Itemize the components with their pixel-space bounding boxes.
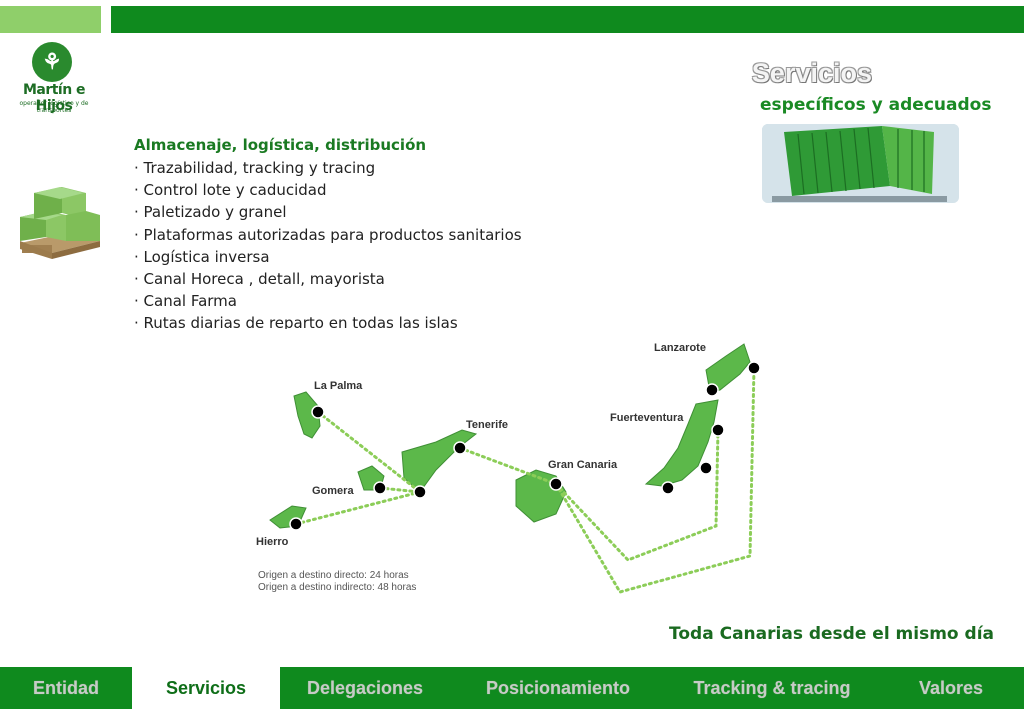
list-item: · Canal Horeca , detall, mayorista bbox=[134, 269, 385, 288]
nav-item-valores[interactable]: Valores bbox=[918, 677, 984, 698]
island-la-palma bbox=[293, 391, 321, 439]
nav-item-posicionamiento[interactable]: Posicionamiento bbox=[485, 677, 631, 698]
legend-indirect: Origen a destino indirecto: 48 horas bbox=[258, 582, 416, 593]
label-la-palma: La Palma bbox=[314, 380, 363, 392]
list-item: · Canal Farma bbox=[134, 292, 237, 311]
route-la-palma bbox=[316, 410, 422, 494]
label-lanzarote: Lanzarote bbox=[654, 342, 706, 354]
list-item: · Plataformas autorizadas para productos… bbox=[134, 225, 522, 244]
nav-item-servicios[interactable]: Servicios bbox=[132, 667, 280, 709]
logo-company-tagline: operador logístico y de transportes bbox=[19, 100, 89, 114]
services-heading: Almacenaje, logística, distribución bbox=[134, 136, 427, 154]
services-list: · Trazabilidad, tracking y tracing · Con… bbox=[134, 157, 534, 329]
top-accent-bar bbox=[111, 6, 1024, 33]
section-subtitle: específicos y adecuados bbox=[760, 95, 992, 115]
legend-direct: Origen a destino directo: 24 horas bbox=[258, 570, 409, 581]
route-lanzarote-indirect bbox=[554, 366, 756, 594]
top-accent-bar-light bbox=[0, 6, 101, 33]
list-item: · Logística inversa bbox=[134, 247, 270, 266]
shipping-container-image bbox=[762, 124, 959, 203]
route-fuerteventura-direct bbox=[554, 428, 720, 562]
label-gomera: Gomera bbox=[312, 485, 354, 497]
label-fuerteventura: Fuerteventura bbox=[610, 412, 684, 424]
boxes-on-pallet-image bbox=[16, 183, 102, 263]
tagline: Toda Canarias desde el mismo día bbox=[669, 624, 994, 644]
nav-item-delegaciones[interactable]: Delegaciones bbox=[306, 677, 424, 698]
label-gran-canaria: Gran Canaria bbox=[548, 459, 618, 471]
section-title: Servicios bbox=[751, 58, 872, 88]
route-hierro bbox=[294, 490, 422, 526]
mh-logo-icon: ⚘ bbox=[32, 42, 72, 82]
logo-company-name: Martín e Hijos bbox=[22, 82, 86, 114]
route-tenerife bbox=[458, 446, 558, 486]
island-tenerife bbox=[401, 429, 478, 493]
label-tenerife: Tenerife bbox=[466, 419, 508, 431]
label-hierro: Hierro bbox=[256, 536, 289, 548]
canary-islands-route-map: Lanzarote La Palma Tenerife Fuerteventur… bbox=[256, 342, 761, 594]
list-item: · Trazabilidad, tracking y tracing bbox=[134, 159, 376, 177]
list-item: · Control lote y caducidad bbox=[134, 181, 327, 200]
company-logo[interactable]: ⚘ Martín e Hijos operador logístico y de… bbox=[4, 42, 104, 114]
nav-item-entidad[interactable]: Entidad bbox=[33, 677, 99, 698]
bottom-nav: Entidad Servicios Delegaciones Posiciona… bbox=[0, 667, 1024, 709]
nav-item-tracking-tracing[interactable]: Tracking & tracing bbox=[693, 677, 851, 698]
list-item: · Rutas diarias de reparto en todas las … bbox=[134, 314, 458, 329]
list-item: · Paletizado y granel bbox=[134, 203, 287, 222]
